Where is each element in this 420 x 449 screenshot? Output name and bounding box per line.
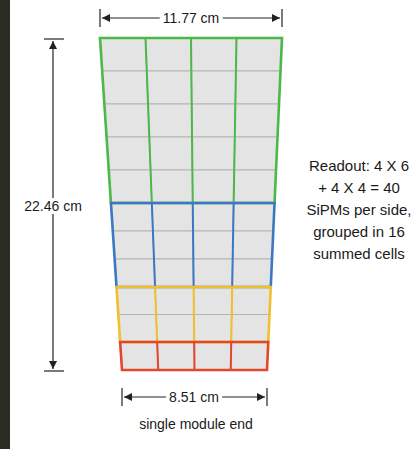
sipm-cell [113,231,154,259]
sipm-cell [235,71,280,104]
sipm-cell [234,170,276,203]
group-divider [232,203,233,287]
figure-caption: single module end [133,416,259,432]
sipm-cell [235,104,279,137]
module-cells [100,38,282,370]
group-divider [230,342,232,370]
group-divider [234,38,237,203]
sipm-cell [231,342,269,370]
sipm-cell [194,287,233,315]
group-divider [191,38,193,203]
sipm-cell [107,137,151,170]
sipm-cell [149,137,192,170]
sipm-cell [193,231,233,259]
sipm-cell [148,104,192,137]
sipm-cell [236,38,282,71]
sipm-cell [232,287,271,315]
sipm-cell [192,104,236,137]
sipm-cell [192,170,234,203]
summed-cell-group [117,287,271,342]
sipm-cell [193,259,232,287]
group-divider [146,38,152,203]
group-divider [192,203,195,287]
sipm-cell [154,259,194,287]
sipm-cell [194,342,231,370]
sipm-cell [192,137,235,170]
sipm-cell [194,315,232,343]
sipm-cell [152,203,193,231]
group-divider [193,287,196,342]
sipm-cell [191,71,236,104]
sipm-cell [120,342,158,370]
sipm-cell [233,231,274,259]
width-dimension: 8.51 cm [166,389,222,405]
sipm-cell [146,38,192,71]
sipm-cell [157,342,194,370]
sipm-cell [156,315,194,343]
photo-strip [0,0,10,449]
sipm-cell [155,287,194,315]
sipm-cell [233,203,274,231]
group-outline [117,287,271,342]
sipm-cell [115,259,155,287]
sipm-cell [109,170,152,203]
sipm-cell [191,38,237,71]
group-outline [120,342,268,370]
sipm-cell [193,203,234,231]
summed-cell-group [111,203,275,287]
sipm-cell [104,104,149,137]
readout-note: Readout: 4 X 6 + 4 X 4 = 40 SiPMs per si… [302,155,416,265]
group-outline [111,203,275,287]
sipm-cell [153,231,193,259]
group-divider [157,342,158,370]
group-outline [100,38,282,203]
group-divider [152,203,155,287]
sipm-cell [118,315,157,343]
sipm-cell [100,38,147,71]
sipm-cell [147,71,192,104]
group-divider [230,287,233,342]
sipm-cell [231,315,269,343]
sipm-cell [102,71,148,104]
sipm-cell [111,203,153,231]
summed-cell-group [100,38,282,203]
sipm-cell [151,170,193,203]
sipm-cell [117,287,157,315]
sipm-cell [232,259,272,287]
width-dimension: 11.77 cm [160,10,223,26]
group-divider [193,342,195,370]
group-divider [155,287,157,342]
sipm-cell [234,137,277,170]
height-dimension: 22.46 cm [21,198,85,214]
summed-cell-group [120,342,268,370]
